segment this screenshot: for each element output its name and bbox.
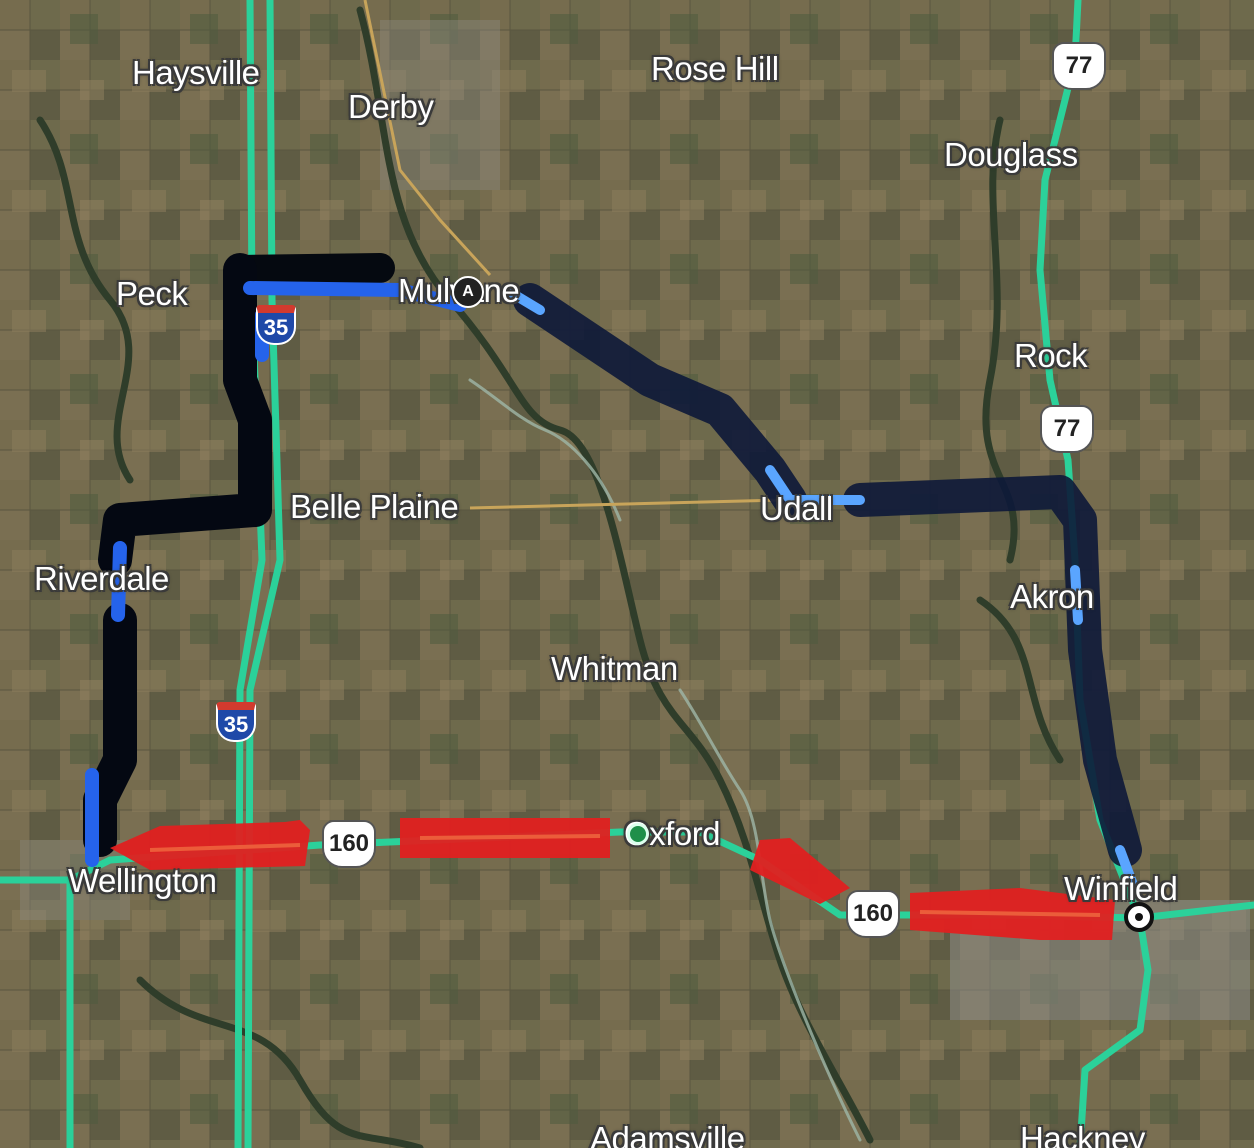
place-label-riverdale[interactable]: Riverdale (34, 560, 169, 597)
place-label-rose-hill[interactable]: Rose Hill (651, 50, 779, 87)
interstate-35-shield-north[interactable]: 35 (256, 305, 296, 345)
place-label-hackney[interactable]: Hackney (1020, 1120, 1145, 1148)
derby-urban-area (380, 20, 500, 190)
place-label-wellington[interactable]: Wellington (68, 862, 217, 899)
place-label-derby[interactable]: Derby (348, 88, 434, 125)
place-label-haysville[interactable]: Haysville (132, 54, 260, 91)
interstate-35-shield-south[interactable]: 35 (216, 702, 256, 742)
place-label-whitman[interactable]: Whitman (551, 650, 678, 687)
place-label-belle-plaine[interactable]: Belle Plaine (290, 488, 459, 525)
river-highlight (468, 378, 862, 1142)
route-alt-light (505, 287, 1140, 895)
place-label-udall[interactable]: Udall (760, 490, 833, 527)
us-77-shield-rock[interactable]: 77 (1040, 405, 1094, 453)
place-label-rock[interactable]: Rock (1014, 337, 1088, 374)
minor-roads (363, 0, 781, 510)
traffic-centerline (149, 834, 1101, 917)
oxford-location-dot[interactable] (627, 823, 649, 845)
us-160-shield-west[interactable]: 160 (322, 820, 376, 868)
us-77-shield-north[interactable]: 77 (1052, 42, 1106, 90)
place-label-adamsville[interactable]: Adamsville (590, 1120, 745, 1148)
us-160-shield-east[interactable]: 160 (846, 890, 900, 938)
place-label-peck[interactable]: Peck (116, 275, 188, 312)
place-label-douglass[interactable]: Douglass (944, 136, 1078, 173)
start-marker-a[interactable]: A (452, 276, 484, 308)
route-primary (83, 253, 1142, 867)
destination-marker[interactable] (1124, 902, 1154, 932)
place-label-akron[interactable]: Akron (1010, 578, 1094, 615)
place-label-winfield[interactable]: Winfield (1064, 870, 1178, 907)
